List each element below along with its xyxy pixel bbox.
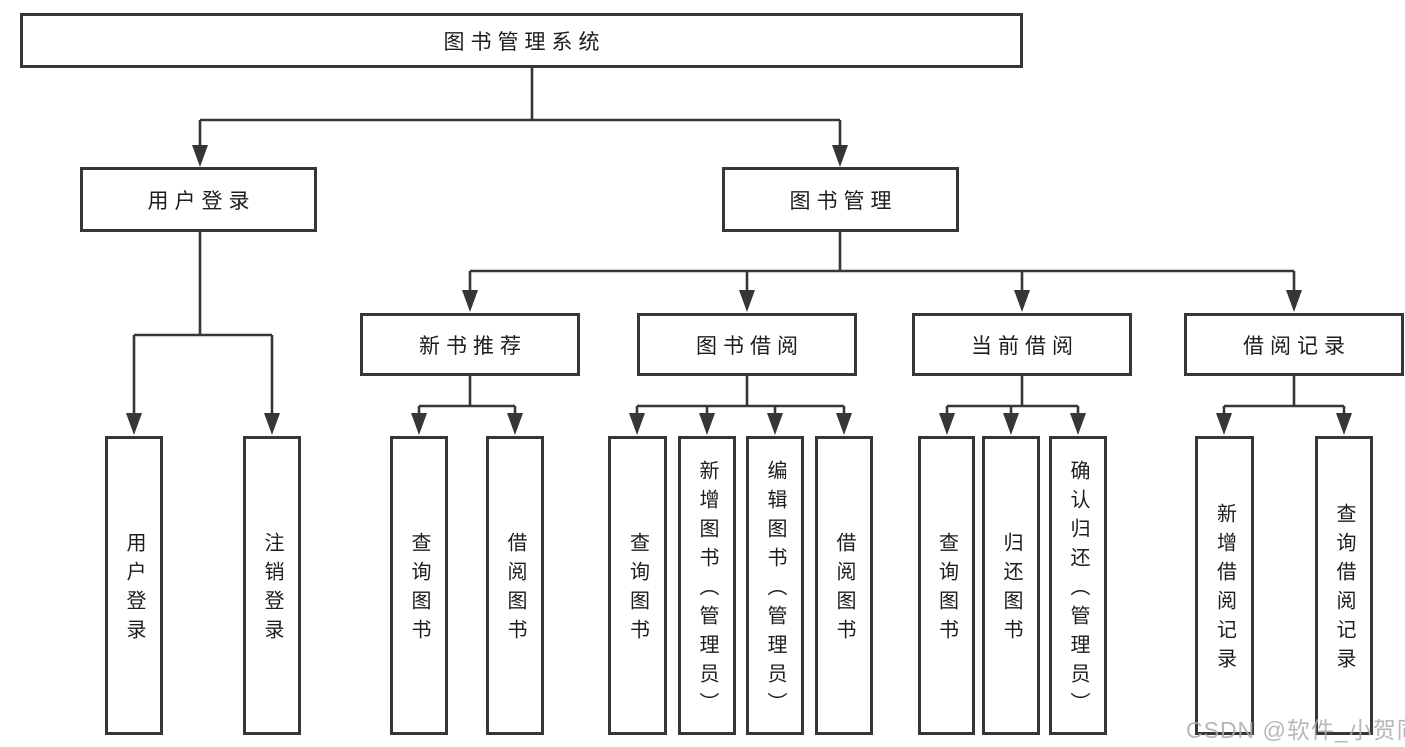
node-add-borrow-record: 新增借阅记录 (1195, 436, 1254, 735)
node-root-label: 图书管理系统 (443, 30, 606, 54)
node-edit-books-admin-label: 编辑图书（管理员） (764, 459, 786, 721)
node-current-borrowing: 当前借阅 (912, 313, 1132, 376)
edge-new-book-children (417, 376, 517, 418)
node-borrow-books-recommend-label: 借阅图书 (504, 532, 526, 648)
csdn-watermark: CSDN @软件_小贺同学 (1186, 717, 1405, 743)
node-return-books-label: 归还图书 (1000, 532, 1022, 648)
node-query-books-recommend-label: 查询图书 (408, 532, 430, 648)
node-user-login-leaf: 用户登录 (105, 436, 163, 735)
node-book-borrowing: 图书借阅 (637, 313, 857, 376)
node-query-books-recommend: 查询图书 (390, 436, 448, 735)
node-user-login-leaf-label: 用户登录 (123, 532, 145, 648)
arrowheads (126, 145, 1352, 435)
edge-book-management-children (468, 232, 1296, 296)
node-query-borrow-record: 查询借阅记录 (1315, 436, 1373, 735)
node-query-books-current-label: 查询图书 (935, 532, 958, 648)
node-new-book-recommend: 新书推荐 (360, 313, 580, 376)
node-borrow-books-leaf-label: 借阅图书 (833, 532, 855, 648)
node-book-management: 图书管理 (722, 167, 959, 232)
node-return-books: 归还图书 (982, 436, 1040, 735)
node-book-borrowing-label: 图书借阅 (696, 334, 804, 358)
edge-book-borrowing-children (635, 376, 846, 418)
node-current-borrowing-label: 当前借阅 (971, 334, 1079, 358)
node-book-management-label: 图书管理 (789, 189, 898, 213)
edge-current-borrowing-children (945, 376, 1080, 418)
node-add-books-admin-label: 新增图书（管理员） (696, 459, 718, 721)
node-logout-leaf: 注销登录 (243, 436, 301, 735)
node-new-book-recommend-label: 新书推荐 (419, 334, 527, 358)
node-query-books-borrowing-label: 查询图书 (626, 532, 649, 648)
node-add-books-admin: 新增图书（管理员） (678, 436, 736, 735)
node-root: 图书管理系统 (20, 13, 1023, 68)
node-borrowing-records: 借阅记录 (1184, 313, 1404, 376)
node-confirm-return-admin: 确认归还（管理员） (1049, 436, 1107, 735)
node-add-borrow-record-label: 新增借阅记录 (1213, 503, 1236, 677)
node-logout-leaf-label: 注销登录 (261, 532, 283, 648)
edge-borrowing-records-children (1222, 376, 1346, 418)
node-query-books-borrowing: 查询图书 (608, 436, 667, 735)
node-edit-books-admin: 编辑图书（管理员） (746, 436, 804, 735)
node-query-books-current: 查询图书 (918, 436, 975, 735)
edge-root-to-level1 (198, 67, 842, 152)
node-confirm-return-admin-label: 确认归还（管理员） (1067, 459, 1089, 721)
node-user-login-branch: 用户登录 (80, 167, 317, 232)
node-query-borrow-record-label: 查询借阅记录 (1333, 503, 1355, 677)
node-borrow-books-recommend: 借阅图书 (486, 436, 544, 735)
node-borrow-books-leaf: 借阅图书 (815, 436, 873, 735)
node-borrowing-records-label: 借阅记录 (1243, 334, 1351, 358)
node-user-login-branch-label: 用户登录 (147, 189, 256, 213)
edge-user-login-children (132, 232, 274, 418)
